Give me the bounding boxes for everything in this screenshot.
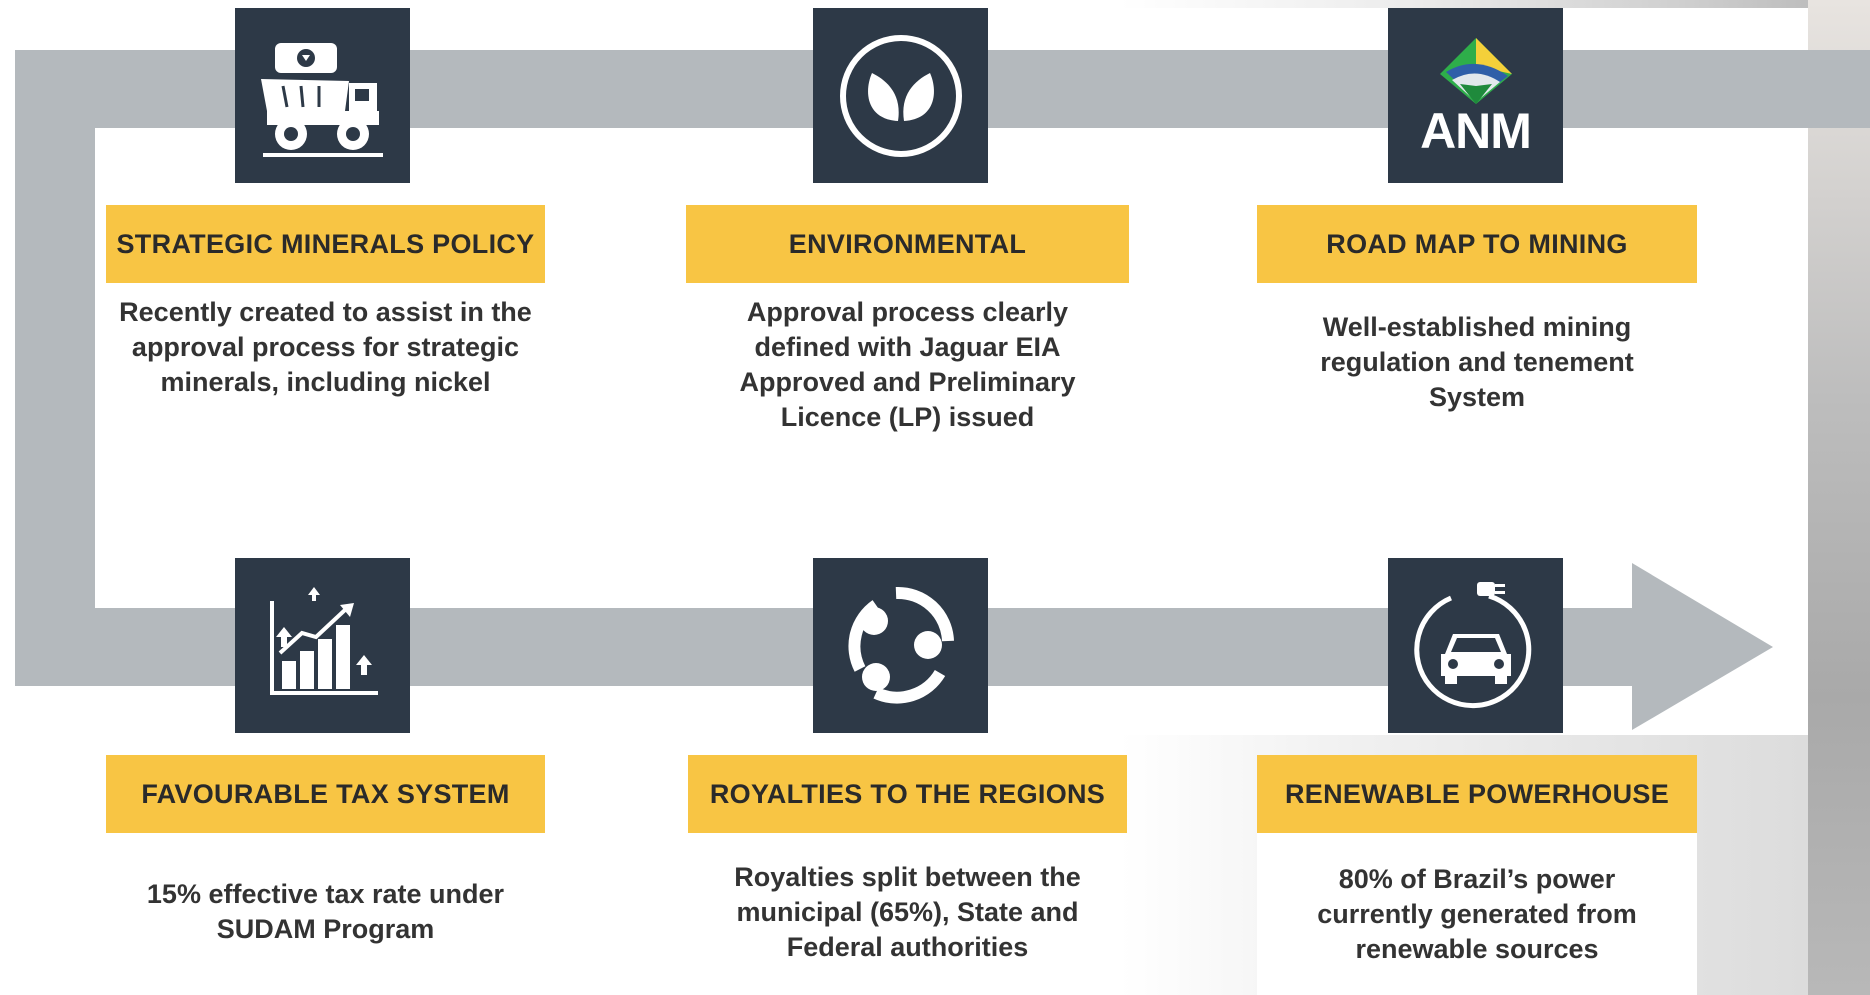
desc-royalties-to-the-regions: Royalties split between the municipal (6… <box>734 862 1081 962</box>
people-circle-icon <box>813 558 988 733</box>
desc-favourable-tax-system: 15% effective tax rate under SUDAM Progr… <box>146 879 505 944</box>
electric-car-icon <box>1388 558 1563 733</box>
desc-road-map-to-mining: Well-established mining regulation and t… <box>1320 312 1634 412</box>
label-environmental: ENVIRONMENTAL <box>686 205 1129 283</box>
desc-renewable-powerhouse: 80% of Brazil’s power currently generate… <box>1317 864 1637 964</box>
anm-logo-text: ANM <box>1420 102 1532 159</box>
desc-environmental: Approval process clearly defined with Ja… <box>739 297 1076 432</box>
desc-strategic-minerals-policy: Recently created to assist in the approv… <box>119 297 532 397</box>
leaf-icon <box>813 8 988 183</box>
background-edge <box>1808 0 1870 995</box>
growth-chart-icon <box>235 558 410 733</box>
renewable-text-panel <box>1257 833 1697 995</box>
label-renewable-powerhouse: RENEWABLE POWERHOUSE <box>1257 755 1697 833</box>
label-royalties-to-the-regions: ROYALTIES TO THE REGIONS <box>688 755 1127 833</box>
mining-truck-icon <box>235 8 410 183</box>
label-road-map-to-mining: ROAD MAP TO MINING <box>1257 205 1697 283</box>
label-strategic-minerals-policy: STRATEGIC MINERALS POLICY <box>106 205 545 283</box>
anm-logo-icon: ANM <box>1388 8 1563 183</box>
label-favourable-tax-system: FAVOURABLE TAX SYSTEM <box>106 755 545 833</box>
